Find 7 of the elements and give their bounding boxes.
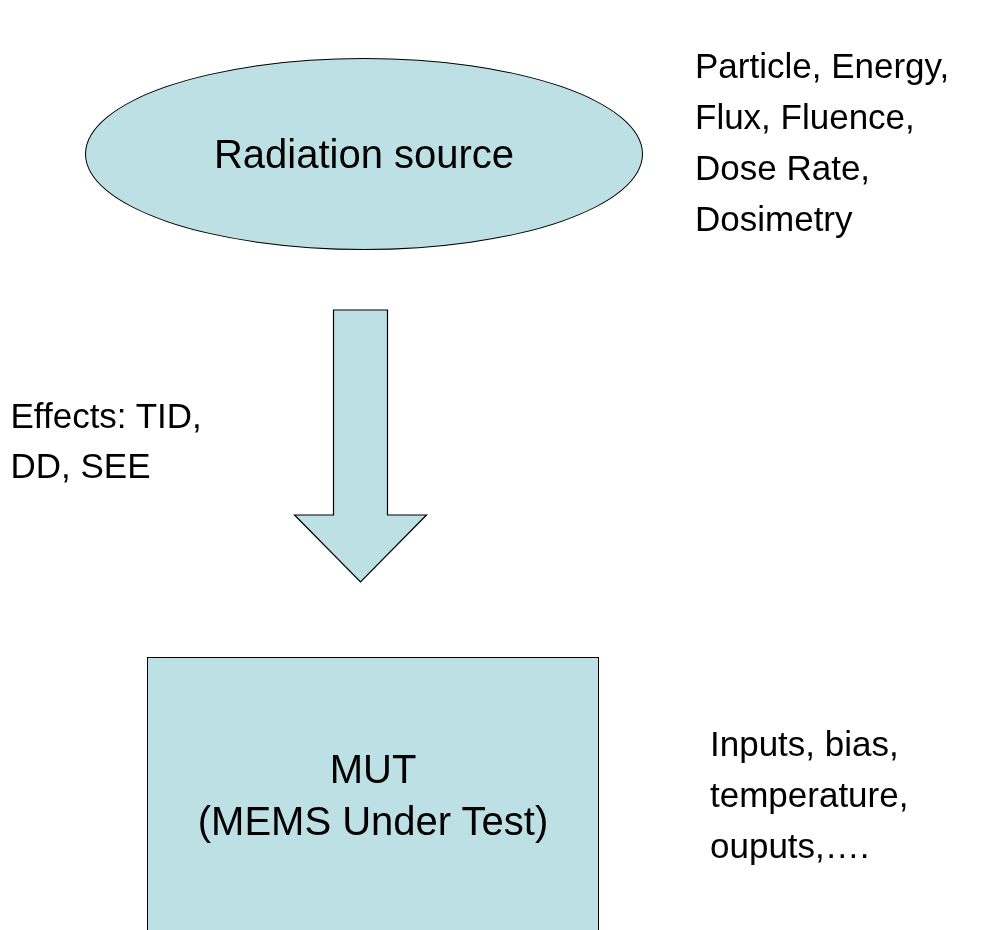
node-label: (MEMS Under Test) [197, 798, 549, 845]
node-label: MUT [329, 746, 417, 793]
parameter-note: Inputs, bias, temperature, ouputs,…. [710, 723, 910, 867]
parameter-note: Particle, Energy, Flux, Fluence, Dose Rate, Dosimetry [695, 45, 951, 240]
block-arrow [293, 309, 428, 583]
node-label: Radiation source [213, 131, 515, 178]
device-box [147, 657, 599, 930]
